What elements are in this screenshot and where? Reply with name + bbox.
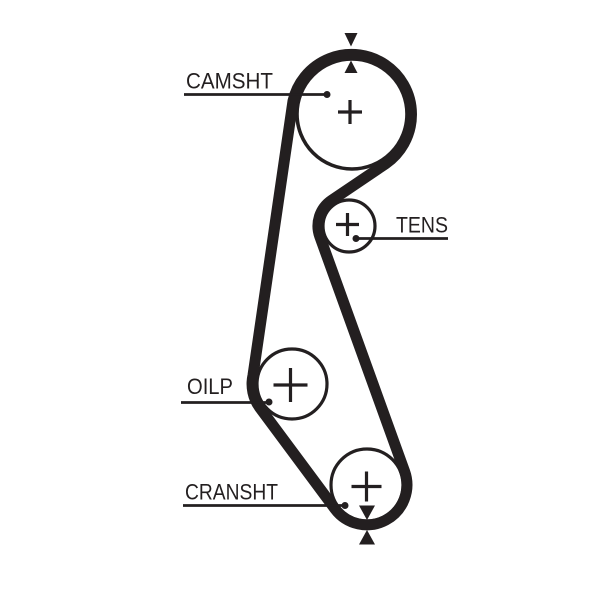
timing-mark-bottom-outer-icon xyxy=(359,530,375,545)
camshaft-label: CAMSHT xyxy=(186,69,273,94)
tensioner-callout: TENS xyxy=(352,213,448,242)
camshaft-callout: CAMSHT xyxy=(184,69,331,98)
oil-pump-callout: OILP xyxy=(181,374,273,406)
tensioner-label: TENS xyxy=(396,213,448,238)
timing-belt xyxy=(246,48,417,531)
timing-mark-top-inner-icon xyxy=(344,60,358,73)
timing-mark-top-outer-icon xyxy=(344,33,358,47)
crankshaft-label: CRANSHT xyxy=(185,480,278,505)
oil-pump-center-cross-icon xyxy=(273,368,308,402)
tensioner-center-cross-icon xyxy=(336,213,359,236)
oil-pump-leader-dot xyxy=(265,398,273,406)
tensioner-leader-dot xyxy=(352,235,360,242)
camshaft-center-cross-icon xyxy=(338,100,362,124)
oil-pump-label: OILP xyxy=(187,374,233,399)
timing-mark-bottom-inner-icon xyxy=(359,505,375,520)
crankshaft-center-cross-icon xyxy=(351,471,382,502)
camshaft-leader-dot xyxy=(323,91,331,98)
crankshaft-leader-dot xyxy=(341,502,349,509)
crankshaft-callout: CRANSHT xyxy=(183,480,349,509)
